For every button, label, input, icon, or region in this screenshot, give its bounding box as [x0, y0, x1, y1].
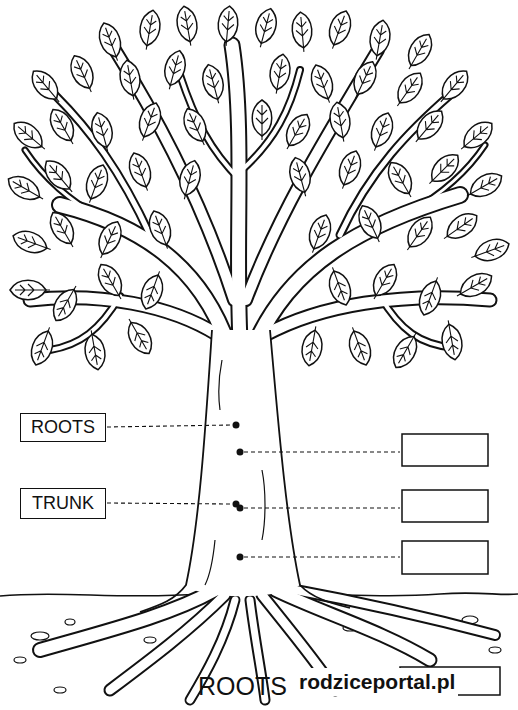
- leaves: [4, 5, 513, 373]
- leaf: [125, 150, 157, 194]
- leaf: [354, 202, 389, 246]
- leaf: [408, 105, 449, 148]
- leaf: [4, 171, 48, 208]
- leaf: [279, 110, 316, 154]
- leaf: [66, 52, 101, 96]
- leaf: [323, 8, 355, 52]
- label-box: ROOTS: [20, 413, 106, 442]
- leaf: [307, 62, 339, 106]
- leaf: [137, 9, 163, 52]
- leaf: [27, 324, 59, 368]
- bark-lines: [205, 360, 265, 585]
- leaf: [251, 6, 280, 50]
- leaf: [299, 325, 325, 368]
- leaf: [455, 116, 498, 157]
- leaf: [399, 212, 438, 256]
- leaf: [45, 105, 82, 149]
- leaf: [388, 328, 425, 372]
- leaf: [468, 235, 512, 267]
- leaf: [433, 65, 474, 108]
- empty-answer-boxes: [400, 434, 500, 695]
- roots: [40, 588, 495, 700]
- watermark: rodziceportal.pl: [296, 668, 458, 696]
- leaf: [10, 227, 54, 259]
- leaf: [343, 324, 375, 368]
- leaf: [291, 11, 314, 53]
- leaf: [267, 53, 293, 96]
- leaf: [175, 158, 204, 202]
- leaf: [367, 19, 393, 62]
- leaf: [252, 100, 272, 140]
- leaf: [10, 280, 50, 300]
- leaf: [92, 218, 127, 262]
- leaf: [303, 212, 335, 256]
- leaf: [117, 59, 143, 102]
- leaf: [389, 68, 428, 112]
- leaf: [452, 268, 496, 305]
- label-text: TRUNK: [32, 493, 94, 514]
- leaf: [80, 162, 112, 206]
- trunk-outline: [140, 330, 350, 612]
- leaf: [82, 329, 108, 372]
- leaf: [160, 48, 189, 92]
- leaf: [199, 62, 228, 106]
- leaf: [39, 155, 80, 198]
- leaf: [45, 208, 82, 252]
- leaf: [216, 5, 239, 47]
- leaf: [174, 5, 200, 48]
- leaf: [439, 319, 465, 362]
- leaf: [347, 58, 382, 102]
- leader-lines: [107, 425, 400, 557]
- leaf: [88, 110, 117, 154]
- leaf: [462, 168, 506, 205]
- leaf: [401, 30, 438, 74]
- leaf: [93, 260, 130, 304]
- leaf: [323, 264, 355, 308]
- leaf: [133, 100, 165, 144]
- leaf: [438, 208, 482, 247]
- leaf: [333, 148, 365, 192]
- leaf: [145, 208, 177, 252]
- label-text: ROOTS: [31, 417, 95, 438]
- leaf: [327, 101, 353, 144]
- leaf: [423, 148, 465, 190]
- branches: [25, 45, 490, 350]
- leaf: [48, 281, 85, 325]
- leaf: [415, 274, 447, 318]
- leaf: [365, 110, 397, 154]
- leaf: [179, 105, 214, 149]
- part-name: ROOTS: [198, 672, 287, 701]
- leader-dots: [233, 422, 244, 561]
- leaf: [8, 116, 51, 157]
- leaf: [26, 65, 67, 108]
- leaf: [366, 260, 403, 304]
- leaf: [95, 20, 127, 64]
- leaf: [383, 158, 420, 202]
- leaf: [286, 155, 315, 199]
- label-box: TRUNK: [20, 488, 106, 519]
- leaf: [137, 268, 169, 312]
- leaf: [121, 314, 158, 358]
